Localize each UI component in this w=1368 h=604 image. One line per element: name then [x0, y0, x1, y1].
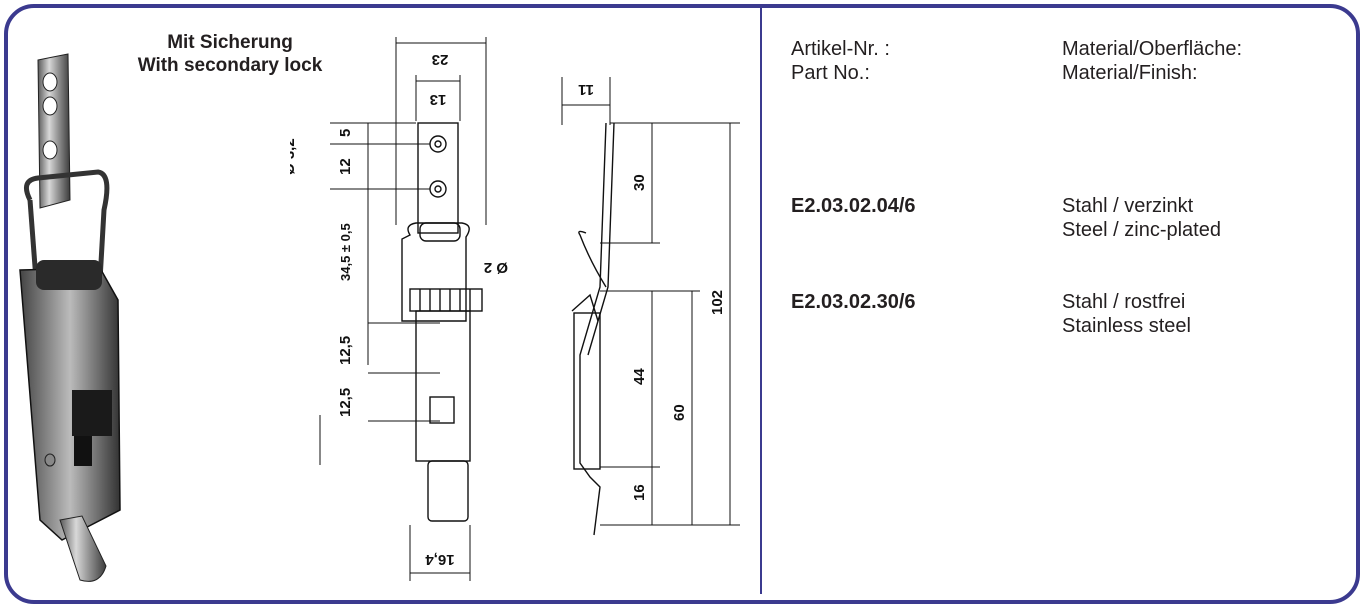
dim-hole-dia: Ø 3,2 [290, 138, 298, 175]
part-number-2: E2.03.02.30/6 [791, 291, 916, 313]
part-no-label: Artikel-Nr. : Part No.: [791, 37, 890, 85]
dim-side-16: 16 [631, 484, 648, 501]
dim-lower-1: 12,5 [337, 336, 354, 365]
dim-side-thk: 11 [578, 81, 594, 98]
title-english: With secondary lock [137, 55, 323, 76]
dim-side-60: 60 [671, 404, 688, 421]
dim-side-102: 102 [709, 290, 726, 315]
dim-bottom-width: 16,4 [425, 551, 455, 568]
title-german: Mit Sicherung [167, 32, 293, 53]
dim-wire: Ø 2 [484, 259, 508, 276]
material-label: Material/Oberfläche: Material/Finish: [1062, 37, 1242, 85]
dim-hole-pitch: 12 [337, 158, 354, 175]
technical-drawing: 23 13 5 12 Ø 3,2 34,5 ± 0,5 Ø 2 12,5 12,… [290, 37, 740, 581]
material-1: Stahl / verzinkt Steel / zinc-plated [1062, 194, 1221, 242]
part-no-label-en: Part No.: [791, 62, 870, 84]
material-1-de: Stahl / verzinkt [1062, 195, 1194, 217]
page-frame [4, 4, 1360, 604]
dim-lower-2: 12,5 [337, 388, 354, 417]
material-2-de: Stahl / rostfrei [1062, 291, 1186, 313]
part-number-1: E2.03.02.04/6 [791, 195, 916, 217]
material-label-de: Material/Oberfläche: [1062, 38, 1243, 60]
product-title: Mit Sicherung With secondary lock [100, 31, 360, 77]
material-2-en: Stainless steel [1062, 315, 1191, 337]
material-label-en: Material/Finish: [1062, 62, 1198, 84]
dim-hole-top: 5 [337, 129, 354, 137]
toggle-latch-photo [19, 53, 121, 582]
dim-side-44: 44 [631, 368, 648, 385]
material-2: Stahl / rostfrei Stainless steel [1062, 290, 1191, 338]
dim-side-30: 30 [631, 174, 648, 191]
dim-w-plate: 13 [430, 91, 447, 108]
part-no-label-de: Artikel-Nr. : [791, 38, 890, 60]
dim-loop-len: 34,5 ± 0,5 [338, 223, 353, 281]
column-divider [760, 4, 762, 594]
material-1-en: Steel / zinc-plated [1062, 219, 1221, 241]
dim-w-total: 23 [432, 51, 449, 68]
